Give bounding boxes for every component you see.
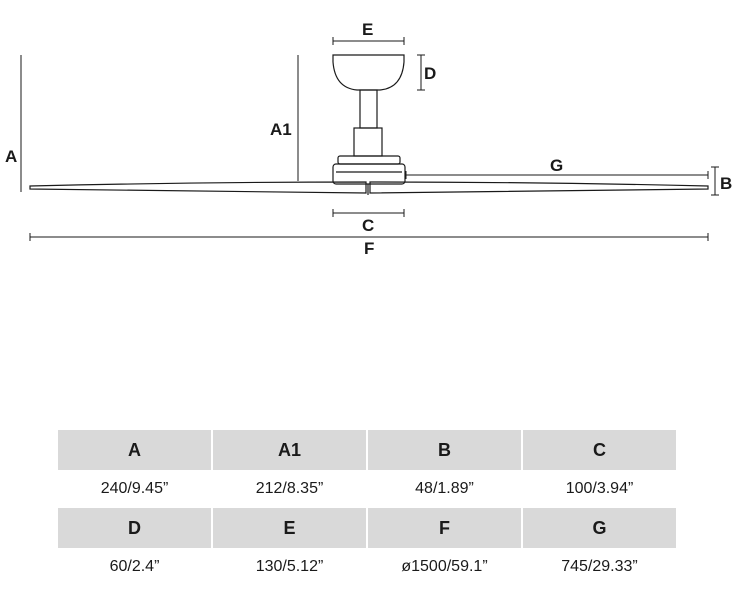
table-header-cell: B <box>367 430 522 470</box>
label-a: A <box>5 147 17 166</box>
fan-motor-body <box>332 163 406 185</box>
fan-blade-right <box>369 181 709 194</box>
label-d: D <box>424 64 436 83</box>
table-value-cell: ø1500/59.1” <box>401 558 488 575</box>
table-value-cell: 212/8.35” <box>255 480 324 497</box>
label-c: C <box>362 216 374 235</box>
table-value-cell: 240/9.45” <box>100 480 169 497</box>
table-value-cell: 745/29.33” <box>561 558 638 575</box>
table-value-cell: 48/1.89” <box>415 480 474 497</box>
label-a1: A1 <box>270 120 292 139</box>
fan-blade-left <box>29 181 367 194</box>
table-header-cell: D <box>57 508 212 548</box>
table-header-row: A A1 B C <box>57 430 677 470</box>
table-header-cell: F <box>367 508 522 548</box>
fan-downrod <box>359 89 378 129</box>
dimension-spec-table: A A1 B C 240/9.45” 212/8.35” 48/1.89” 10… <box>57 430 677 586</box>
table-header-cell: G <box>522 508 677 548</box>
label-f: F <box>364 239 374 258</box>
table-header-cell: A1 <box>212 430 367 470</box>
table-value-row: 240/9.45” 212/8.35” 48/1.89” 100/3.94” <box>57 470 677 508</box>
table-value-row: 60/2.4” 130/5.12” ø1500/59.1” 745/29.33” <box>57 548 677 586</box>
label-g: G <box>550 156 563 175</box>
fan-dimension-diagram: A A1 E D G B C F <box>5 20 732 258</box>
label-e: E <box>362 20 373 39</box>
table-header-cell: A <box>57 430 212 470</box>
table-header-row: D E F G <box>57 508 677 548</box>
table-value-cell: 130/5.12” <box>255 558 324 575</box>
table-header-cell: E <box>212 508 367 548</box>
fan-motor-top <box>337 155 401 165</box>
label-b: B <box>720 174 732 193</box>
table-header-cell: C <box>522 430 677 470</box>
fan-canopy <box>332 54 405 91</box>
fan-collar <box>353 127 383 157</box>
table-value-cell: 60/2.4” <box>109 558 160 575</box>
table-value-cell: 100/3.94” <box>565 480 634 497</box>
